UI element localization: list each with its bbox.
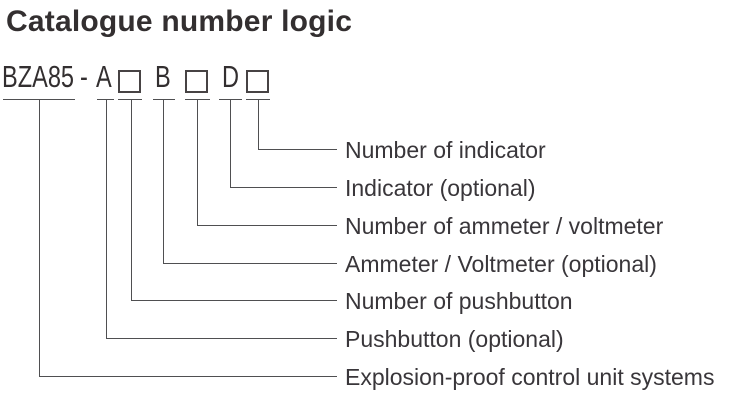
code-separator: - bbox=[80, 59, 88, 94]
connector-indicator bbox=[230, 100, 337, 188]
connector-systems bbox=[39, 100, 337, 377]
underline-letter-pushbutton bbox=[97, 99, 114, 100]
connector-pushbutton bbox=[106, 100, 337, 339]
connector-meter-count bbox=[197, 100, 337, 226]
code-letter-indicator: D bbox=[222, 59, 240, 94]
connector-meter bbox=[163, 100, 337, 264]
underline-box-indicator-count bbox=[246, 99, 270, 100]
code-box-indicator-count bbox=[246, 70, 269, 93]
underline-box-meter-count bbox=[185, 99, 210, 100]
code-box-meter-count bbox=[185, 70, 208, 93]
underline-letter-indicator bbox=[219, 99, 242, 100]
code-letter-meter: B bbox=[155, 59, 171, 94]
connector-pushbutton-count bbox=[131, 100, 337, 301]
underline-prefix bbox=[3, 99, 75, 100]
legend-label-indicator: Indicator (optional) bbox=[345, 175, 536, 201]
legend-label-meter: Ammeter / Voltmeter (optional) bbox=[345, 251, 657, 277]
legend-label-meter-count: Number of ammeter / voltmeter bbox=[345, 213, 664, 239]
legend-label-indicator-count: Number of indicator bbox=[345, 137, 546, 163]
code-box-pushbutton-count bbox=[118, 70, 141, 93]
legend-label-pushbutton: Pushbutton (optional) bbox=[345, 326, 564, 352]
connector-indicator-count bbox=[258, 100, 337, 150]
legend-label-systems: Explosion-proof control unit systems bbox=[345, 364, 715, 390]
code-letter-pushbutton: A bbox=[96, 59, 112, 94]
underline-letter-meter bbox=[153, 99, 175, 100]
legend-label-pushbutton-count: Number of pushbutton bbox=[345, 288, 573, 314]
code-prefix: BZA85 bbox=[2, 59, 75, 94]
page-title: Catalogue number logic bbox=[6, 5, 353, 38]
underline-box-pushbutton-count bbox=[118, 99, 142, 100]
